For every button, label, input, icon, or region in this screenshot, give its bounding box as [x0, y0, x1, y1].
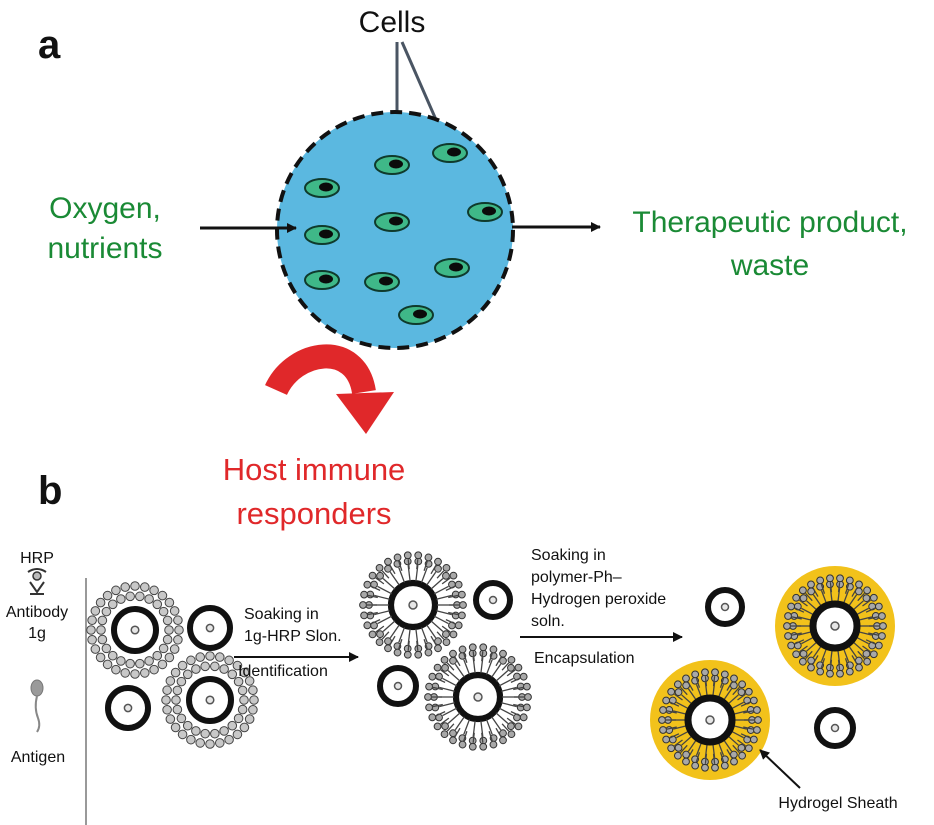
immune-label-line2: responders [236, 496, 391, 531]
non-target-cell [705, 587, 745, 627]
step2-caption: Encapsulation [534, 650, 635, 667]
output-label-line1: Therapeutic product, [632, 206, 907, 239]
step1-caption: Identification [238, 663, 328, 680]
cell [364, 272, 400, 292]
cell [398, 305, 434, 325]
step1-line1: Soaking in [244, 606, 319, 623]
input-label-line2: nutrients [47, 232, 162, 265]
non-target-cell [473, 580, 513, 620]
non-target-cell [105, 685, 151, 731]
encapsulated-cells [304, 143, 503, 325]
labelled-target-cell [424, 643, 532, 751]
target-cell [86, 581, 184, 679]
step2-line3: Hydrogen peroxide [531, 591, 666, 608]
step2-line2: polymer-Ph– [531, 569, 622, 586]
non-target-cell [187, 605, 233, 651]
non-target-cell [377, 665, 419, 707]
hrp-antibody-icon [27, 568, 47, 595]
panel-b-label: b [38, 469, 62, 513]
antigen-icon [30, 679, 44, 733]
immune-label-line1: Host immune [223, 452, 406, 487]
hydrogel-encapsulated-cell [650, 660, 770, 780]
panel-b-cells [86, 551, 895, 780]
legend-hrp: HRP [20, 550, 54, 567]
cell [374, 155, 410, 175]
output-label-line2: waste [730, 249, 809, 282]
sheath-label: Hydrogel Sheath [778, 795, 897, 812]
step1-line2: 1g-HRP Slon. [244, 628, 342, 645]
step2-line4: soln. [531, 613, 565, 630]
cell [304, 270, 340, 290]
cell [304, 178, 340, 198]
immune-attack-arrow [265, 344, 394, 434]
cell [432, 143, 468, 163]
labelled-target-cell [359, 551, 467, 659]
legend-antibody-line2: 1g [28, 625, 46, 642]
legend-antibody-line1: Antibody [6, 604, 68, 621]
hydrogel-encapsulated-cell [775, 566, 895, 686]
step2-line1: Soaking in [531, 547, 606, 564]
panel-a-label: a [38, 23, 61, 67]
legend-antigen: Antigen [11, 749, 65, 766]
cell [374, 212, 410, 232]
target-cell [161, 651, 259, 749]
non-target-cell [814, 707, 856, 749]
cell [304, 225, 340, 245]
cells-label: Cells [359, 6, 426, 39]
cell [467, 202, 503, 222]
input-label-line1: Oxygen, [49, 192, 161, 225]
cell [434, 258, 470, 278]
sheath-pointer-arrow [759, 749, 801, 789]
